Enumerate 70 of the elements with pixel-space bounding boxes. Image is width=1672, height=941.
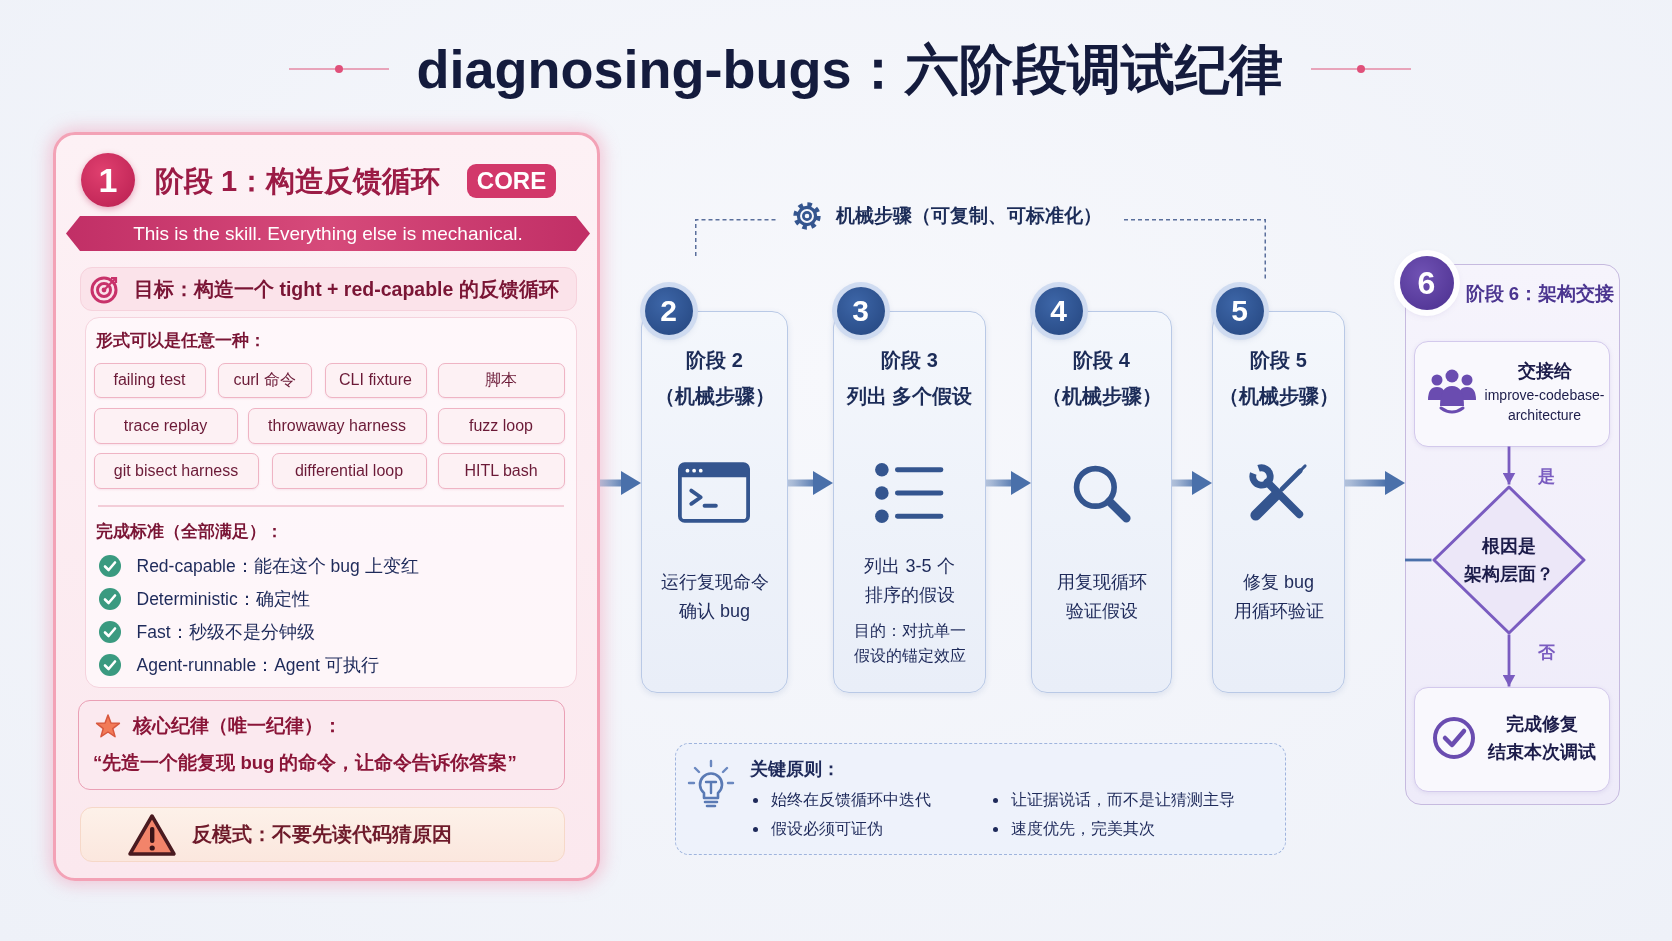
option-chip: git bisect harness: [93, 452, 259, 489]
goal-box: [80, 267, 577, 311]
option-chip: CLI fixture: [324, 362, 427, 398]
option-chip: failing test: [93, 362, 206, 398]
flow-arrow: [1172, 471, 1212, 495]
stage-subtitle: （机械步骤）: [1218, 383, 1339, 409]
bullet-item: 速度优先，完美其次: [991, 818, 1155, 840]
stage-title: 阶段 1：构造反馈循环: [155, 164, 441, 199]
option-chip: differential loop: [271, 452, 427, 489]
arrow: [1502, 446, 1516, 485]
flow-arrow: [986, 471, 1031, 495]
stage-description: 修复 bug: [1242, 571, 1314, 594]
checklist-item: Agent-runnable：Agent 可执行: [136, 653, 379, 677]
quote-text: “先造一个能复现 bug 的命令，让命令告诉你答案”: [93, 750, 517, 775]
note-box: [675, 743, 1286, 855]
option-chip: curl 命令: [217, 362, 312, 398]
group-label: 机械步骤（可复制、可标准化）: [836, 204, 1102, 228]
ribbon-banner: This is the skill. Everything else is mechanical.: [66, 216, 590, 251]
option-chip: trace replay: [93, 407, 238, 444]
stage-description: 确认 bug: [678, 600, 750, 623]
stage-subtitle: 列出 多个假设: [846, 383, 973, 409]
process-title: 交接给: [1517, 359, 1572, 383]
option-chip: fuzz loop: [437, 407, 565, 444]
bullet-item: 始终在反馈循环中迭代: [751, 789, 931, 811]
section-heading: 完成标准（全部满足）：: [95, 520, 283, 543]
stage-description: 列出 3-5 个排序的假设: [863, 555, 956, 607]
option-chip: throwaway harness: [247, 407, 427, 444]
decision-text: 根因是架构层面？: [1462, 534, 1555, 586]
callout-box: [78, 700, 565, 790]
goal-text: 目标：构造一个 tight + red-capable 的反馈循环: [134, 277, 559, 301]
stage-title: 阶段 6：架构交接: [1465, 281, 1614, 306]
stage-description: 运行复现命令: [660, 571, 769, 594]
warning-text: 反模式：不要先读代码猜原因: [191, 821, 452, 847]
checklist-item: Red-capable：能在这个 bug 上变红: [136, 554, 419, 578]
process-box: [1413, 686, 1610, 792]
stage-panel: [53, 132, 600, 881]
edge-label: 否: [1537, 641, 1555, 664]
option-chip: HITL bash: [437, 452, 565, 489]
checklist-item: Deterministic：确定性: [136, 587, 310, 611]
stage-subtitle: （机械步骤）: [1041, 383, 1162, 409]
checklist-item: Fast：秒级不是分钟级: [136, 620, 315, 644]
bullet-item: 假设必须可证伪: [751, 818, 883, 840]
step-number: 1: [81, 153, 135, 207]
section-heading: 形式可以是任意一种：: [95, 329, 266, 352]
stage-description: 目的：对抗单一假设的锚定效应: [852, 621, 967, 666]
core-tag: CORE: [467, 164, 556, 198]
arrow: [1502, 634, 1516, 687]
skill-name: improve-codebase-architecture: [1483, 385, 1606, 425]
bullet-item: 让证据说话，而不是让猜测主导: [991, 789, 1235, 811]
stage-title: 阶段 5: [1250, 347, 1307, 373]
connector-line: [1405, 558, 1432, 562]
stage-description: 用复现循环验证假设: [1055, 571, 1148, 623]
stage-title: 阶段 2: [686, 347, 743, 373]
stage-subtitle: （机械步骤）: [654, 383, 775, 409]
process-text: 完成修复: [1505, 713, 1578, 736]
option-chip: 脚本: [437, 362, 565, 398]
stage-title: 阶段 4: [1073, 347, 1130, 373]
callout-title: 核心纪律（唯一纪律）：: [132, 713, 342, 738]
stage-description: 用循环验证: [1233, 600, 1324, 623]
warning-box: [80, 807, 565, 862]
diagram-title: diagnosing-bugs：六阶段调试纪律: [416, 38, 1284, 100]
process-text: 结束本次调试: [1487, 741, 1596, 764]
edge-label: 是: [1537, 465, 1555, 488]
flow-arrow: [1345, 471, 1405, 495]
flow-arrow: [600, 471, 641, 495]
flow-arrow: [788, 471, 833, 495]
criteria-panel: [85, 317, 577, 688]
stage-title: 阶段 3: [881, 347, 938, 373]
note-title: 关键原则：: [750, 758, 840, 781]
process-box: [1413, 340, 1610, 447]
